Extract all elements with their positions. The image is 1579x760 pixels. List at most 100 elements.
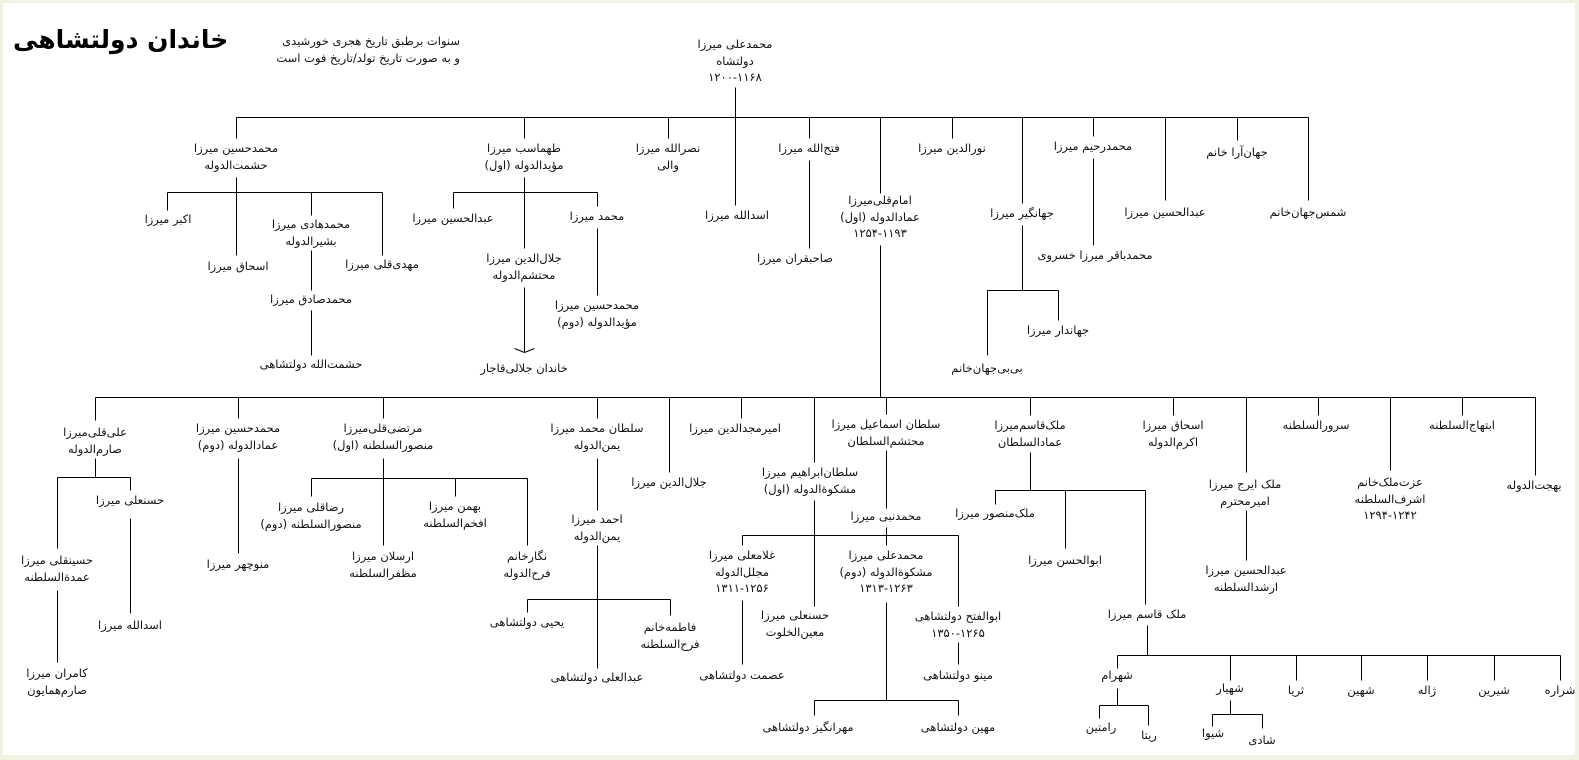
person-name: ابوالفتح دولتشاهی [914,609,1002,623]
person-node: شراره [1545,682,1576,699]
person-name: ارسلان میرزا [351,549,415,563]
person-name: بی‌بی‌جهان‌خانم [951,361,1023,375]
person-node: مینو دولتشاهی [923,667,993,684]
person-name: فاطمه‌خانم [643,620,697,634]
person-title: یمن‌الدوله [573,437,621,452]
person-title: دولتشاه [716,53,754,68]
person-name: صاحبقران میرزا [756,251,834,265]
person-name: حسنعلی میرزا [95,493,165,507]
person-name: جلال‌الدین میرزا [631,475,707,489]
person-title: عمادالدوله (دوم) [197,437,279,452]
person-node: محمدحسین میرزا عمادالدوله (دوم) [196,420,280,453]
person-name: شیرین [1478,683,1510,697]
person-name: عبدالحسین میرزا [412,211,494,225]
person-name: سلطان‌ابراهیم میرزا [761,465,859,479]
person-node: امیرمجدالدین میرزا [689,420,781,437]
person-node: عبدالحسین میرزا ارشدالسلطنه [1205,562,1286,595]
person-node: جهاندار میرزا [1027,322,1089,339]
person-node: جهان‌آرا خانم [1206,144,1267,161]
person-node: بی‌بی‌جهان‌خانم [951,360,1022,377]
person-name: رضاقلی میرزا [277,500,345,514]
person-name: مهدی‌قلی میرزا [345,257,419,271]
person-name: محمدنبی میرزا [850,509,922,523]
person-name: شادی [1248,733,1276,747]
person-node: سلطان‌ابراهیم میرزا مشکوة‌الدوله (اول) [762,464,858,497]
person-name: سلطان محمد میرزا [550,421,644,435]
person-name: احمد میرزا [571,512,623,526]
person-name: محمدعلی میرزا [848,548,924,562]
person-name: حشمت‌الله دولتشاهی [259,357,363,371]
dating-note-line: سنوات برطبق تاریخ هجری خورشیدی [282,34,460,48]
person-name: ابتهاج‌السلطنه [1429,418,1495,432]
person-name: عبدالعلی دولتشاهی [550,670,644,684]
person-name: کامران میرزا [26,666,88,680]
person-name: اسدالله میرزا [705,208,769,222]
person-name: جهانگیر میرزا [990,206,1054,220]
person-title: فرح‌الدوله [503,565,551,580]
person-name: نورالدین میرزا [918,141,986,155]
person-title: منصورالسلطنه (دوم) [260,516,362,531]
person-title: امیرمحترم [1220,493,1270,508]
person-name: محمدحسین میرزا [195,421,281,435]
person-title: منصورالسلطنه (اول) [332,437,434,452]
diagram-title: خاندان دولتشاهی [13,25,229,54]
dating-note-line: و به صورت تاریخ تولد/تاریخ فوت است [276,51,460,65]
person-name: بهمن میرزا [428,499,482,513]
person-name: اسحاق میرزا [207,259,269,273]
person-name: محمدصادق میرزا [270,292,352,306]
person-title: مجلل‌الدوله [714,564,770,579]
person-node: اکبر میرزا [145,211,192,228]
person-name: ملک قاسم میرزا [1107,607,1187,621]
person-node: ریتا [1141,727,1157,744]
person-title: محتشم‌السلطان [847,433,925,448]
person-name: نصرالله میرزا [635,141,701,155]
person-node: ابوالحسن میرزا [1028,552,1102,569]
person-name: ریتا [1141,728,1157,742]
person-node: مهرانگیز دولتشاهی [762,719,853,736]
person-title: ارشدالسلطنه [1213,579,1279,594]
person-name: عبدالحسین میرزا [1205,563,1287,577]
person-name: محمدرحیم میرزا [1053,139,1133,153]
person-node: صاحبقران میرزا [757,250,833,267]
person-node: ملک قاسم میرزا [1108,606,1187,623]
person-node: محمدرحیم میرزا [1054,138,1132,155]
person-name: محمد میرزا [569,209,625,223]
person-node: بهجت‌الدوله [1506,477,1561,494]
person-title: والی [657,157,679,172]
person-name: ژاله [1417,683,1437,697]
person-name: شمس‌جهان‌خانم [1269,205,1347,219]
dating-note: سنوات برطبق تاریخ هجری خورشیدی و به صورت… [276,33,460,67]
person-name: شهرام [1101,668,1133,682]
person-title: مشکوة‌الدوله (اول) [763,481,857,496]
person-name: یحیی دولتشاهی [489,615,565,629]
person-node: شهین [1347,682,1374,699]
person-title: مشکوة‌الدوله (دوم) [839,564,933,579]
person-node: سلطان محمد میرزا یمن‌الدوله [550,420,643,453]
person-name: علی‌قلی‌میرزا [63,425,127,439]
person-title: حشمت‌الدوله [204,157,268,172]
tree-connector-lines [57,87,1561,729]
person-name: طهماسب میرزا [487,141,561,155]
person-name: امیرمجدالدین میرزا [689,421,781,435]
person-title: اشرف‌السلطنه [1354,491,1426,506]
person-node: فتح‌الله میرزا [778,140,839,157]
person-node: اسدالله میرزا [98,617,162,634]
person-dates: ۱۳۱۳-۱۲۶۳ [859,581,913,595]
person-node: شیرین [1478,682,1509,699]
person-name: مهرانگیز دولتشاهی [762,720,854,734]
person-name: حسنعلی میرزا [760,608,830,622]
person-name: مرتضی‌قلی‌میرزا [343,421,423,435]
person-name: سلطان اسماعیل میرزا [831,417,941,431]
